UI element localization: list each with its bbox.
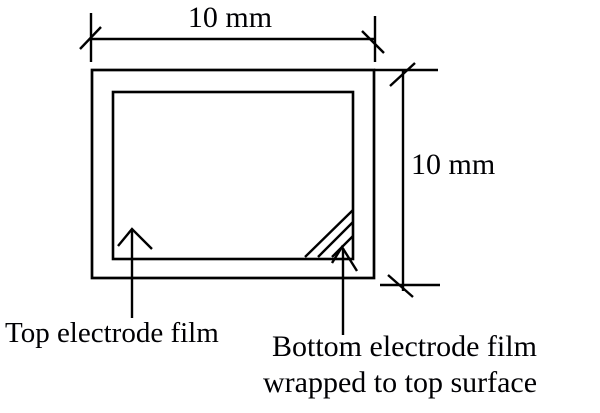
top-electrode-label: Top electrode film bbox=[5, 317, 219, 349]
top-electrode-outline bbox=[111, 90, 355, 261]
sample-outline bbox=[90, 68, 376, 280]
width-dimension-label: 10 mm bbox=[187, 1, 273, 34]
wrapped-corner-hatch bbox=[304, 209, 354, 258]
height-dimension-line bbox=[374, 62, 440, 298]
bottom-electrode-leader-arrow bbox=[330, 244, 359, 335]
bottom-electrode-label-line1: Bottom electrode film bbox=[272, 330, 537, 363]
top-electrode-leader-arrow bbox=[117, 227, 153, 318]
bottom-electrode-label: Bottom electrode film wrapped to top sur… bbox=[263, 329, 537, 401]
bottom-electrode-label-line2: wrapped to top surface bbox=[263, 366, 538, 399]
height-dimension-label: 10 mm bbox=[411, 148, 496, 181]
width-dimension-line bbox=[79, 13, 385, 62]
